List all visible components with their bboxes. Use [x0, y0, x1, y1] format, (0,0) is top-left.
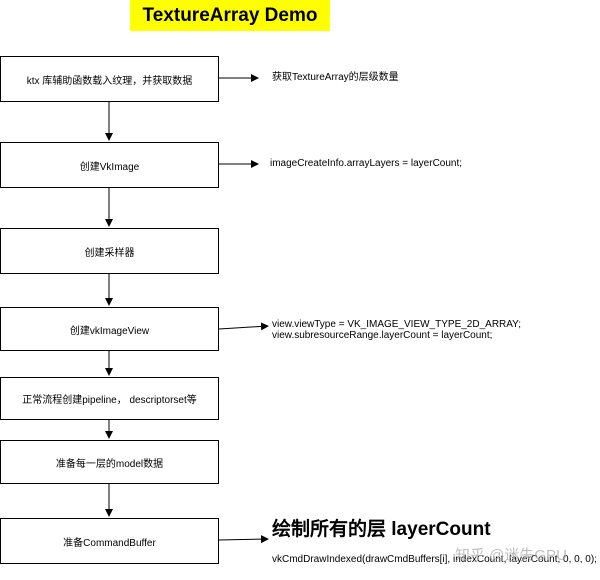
note-draw-call-code: vkCmdDrawIndexed(drawCmdBuffers[i], inde…: [272, 554, 597, 565]
arrow-step7-note: [218, 535, 269, 544]
arrow-step4-note: [218, 322, 269, 331]
step-label: 准备CommandBuffer: [63, 537, 156, 549]
step-label: 准备每一层的model数据: [55, 458, 164, 470]
step-prepare-commandbuffer: 准备CommandBuffer: [0, 518, 219, 564]
note-view-type: view.viewType = VK_IMAGE_VIEW_TYPE_2D_AR…: [272, 319, 521, 330]
diagram-title: TextureArray Demo: [130, 0, 330, 31]
step-prepare-model-data: 准备每一层的model数据: [0, 440, 219, 484]
step-load-texture: ktx 库辅助函数载入纹理，并获取数据: [0, 56, 219, 102]
watermark: 知乎 @迷失GPU: [455, 547, 567, 564]
step-create-pipeline: 正常流程创建pipeline， descriptorset等: [0, 377, 219, 420]
note-draw-all-layers-heading: 绘制所有的层 layerCount: [272, 519, 491, 540]
step-create-sampler: 创建采样器: [0, 228, 219, 274]
step-label: 创建采样器: [84, 247, 135, 259]
note-subresource-range: view.subresourceRange.layerCount = layer…: [272, 330, 493, 341]
step-create-vkimage: 创建VkImage: [0, 142, 219, 188]
step-label: 创建VkImage: [79, 161, 140, 173]
step-label: 创建vkImageView: [69, 325, 150, 337]
step-label: 正常流程创建pipeline， descriptorset等: [22, 395, 197, 406]
note-layer-count: 获取TextureArray的层级数量: [272, 72, 399, 83]
note-array-layers: imageCreateInfo.arrayLayers = layerCount…: [270, 158, 463, 169]
step-create-imageview: 创建vkImageView: [0, 307, 219, 351]
step-label: ktx 库辅助函数载入纹理，并获取数据: [26, 75, 193, 87]
